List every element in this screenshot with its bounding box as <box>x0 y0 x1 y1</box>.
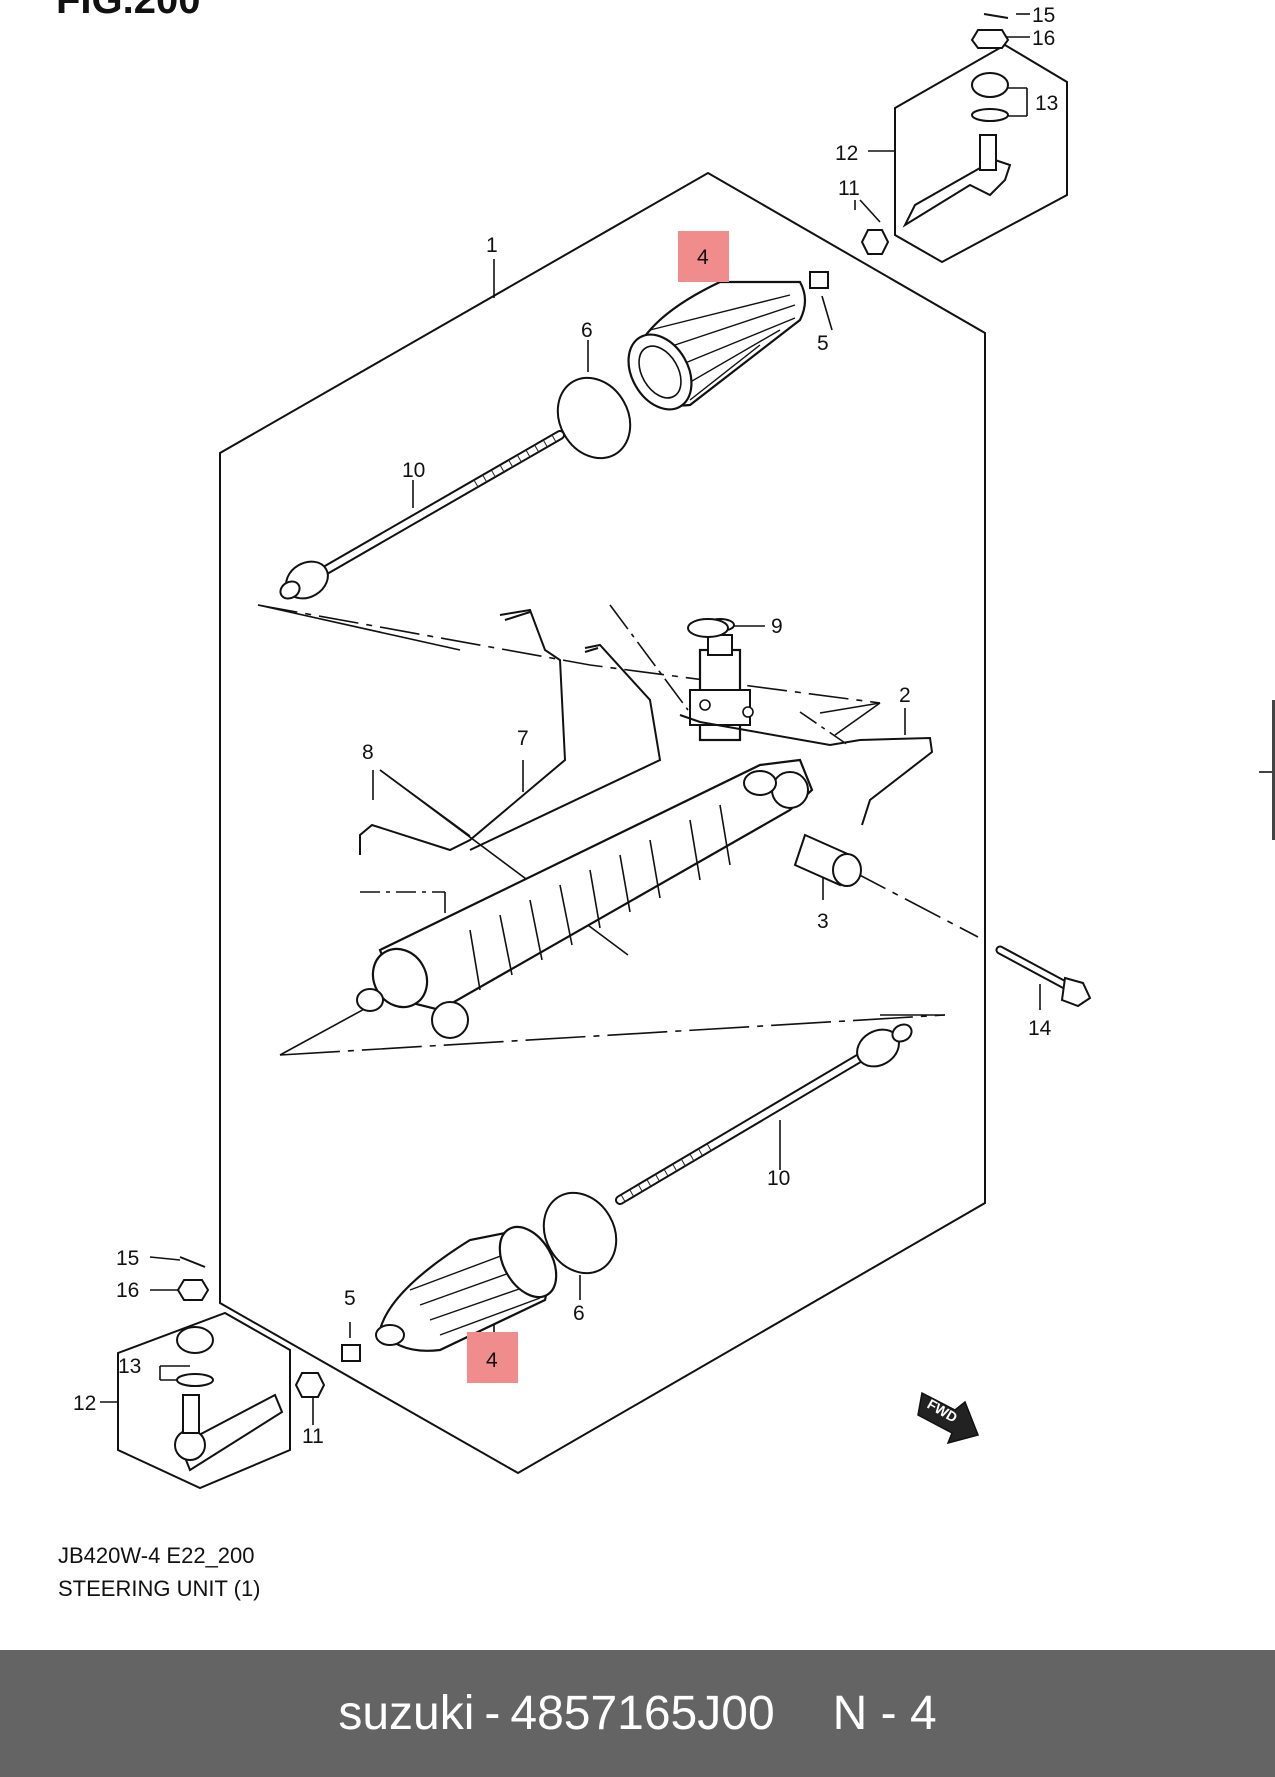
label-part-6-upper: 6 <box>581 319 593 342</box>
steering-rack-housing <box>356 618 814 1039</box>
diagram-title: STEERING UNIT (1) <box>58 1576 261 1601</box>
footer-part-number: 4857165J00 <box>510 1687 775 1740</box>
label-part-10-lower: 10 <box>767 1167 790 1190</box>
assembly-outline <box>219 171 986 1475</box>
label-part-9: 9 <box>771 615 783 638</box>
bushing <box>793 833 862 887</box>
tie-rod-lower <box>615 1023 913 1205</box>
footer-brand: suzuki <box>338 1687 475 1740</box>
label-part-4-lower: 4 <box>486 1349 498 1372</box>
label-part-8: 8 <box>362 741 374 764</box>
clamp-upper <box>556 376 632 460</box>
clip-upper <box>809 271 829 289</box>
label-part-3: 3 <box>817 910 829 933</box>
bolt <box>995 945 1092 1008</box>
label-part-5-upper: 5 <box>817 332 829 355</box>
leader-lines <box>100 13 1041 1425</box>
construction-lines <box>257 604 979 1056</box>
clip-lower <box>341 1344 361 1362</box>
boot-lower <box>375 1225 558 1352</box>
edge-tick <box>1259 771 1275 773</box>
label-part-15-upper: 15 <box>1032 4 1055 27</box>
label-part-16-lower: 16 <box>116 1279 139 1302</box>
label-part-7: 7 <box>517 727 529 750</box>
tie-rod-upper <box>279 430 565 600</box>
fwd-arrow-icon: FWD <box>917 1391 980 1445</box>
boot-upper <box>627 280 807 411</box>
edge-marker <box>1272 700 1275 840</box>
label-part-15-lower: 15 <box>116 1247 139 1270</box>
pipes <box>359 608 934 855</box>
label-part-2: 2 <box>899 684 911 707</box>
label-part-12-upper: 12 <box>835 142 858 165</box>
label-part-14: 14 <box>1028 1017 1052 1040</box>
label-part-6-lower: 6 <box>573 1302 585 1325</box>
highlight-box-lower <box>467 1332 518 1383</box>
label-part-11-upper: 11 <box>838 177 860 200</box>
steering-unit-diagram: FWD 1 2 3 4 4 5 5 6 6 7 8 9 10 10 11 11 … <box>73 4 1092 1490</box>
tie-rod-end-box-bottom <box>117 1311 291 1490</box>
highlight-box-upper <box>678 231 729 282</box>
label-part-13-upper: 13 <box>1035 92 1058 115</box>
footer-separator: - <box>484 1687 501 1740</box>
label-part-13-lower: 13 <box>118 1355 141 1378</box>
tie-rod-end-bottom <box>174 1256 326 1472</box>
footer-ref: N - 4 <box>832 1687 937 1740</box>
label-part-11-lower: 11 <box>302 1425 324 1448</box>
figure-title: FIG.200 <box>56 0 201 22</box>
diagram-code: JB420W-4 E22_200 <box>58 1543 255 1568</box>
label-part-5-lower: 5 <box>344 1287 356 1310</box>
cap <box>687 618 729 638</box>
label-part-1: 1 <box>486 234 498 257</box>
clamp-lower <box>542 1191 618 1275</box>
tie-rod-end-top <box>860 13 1012 255</box>
label-part-12-lower: 12 <box>73 1392 96 1415</box>
footer-bar: suzuki - 4857165J00 N - 4 <box>0 1650 1275 1777</box>
label-part-4-upper: 4 <box>697 246 709 269</box>
label-part-16-upper: 16 <box>1032 27 1055 50</box>
label-part-10-upper: 10 <box>402 459 425 482</box>
